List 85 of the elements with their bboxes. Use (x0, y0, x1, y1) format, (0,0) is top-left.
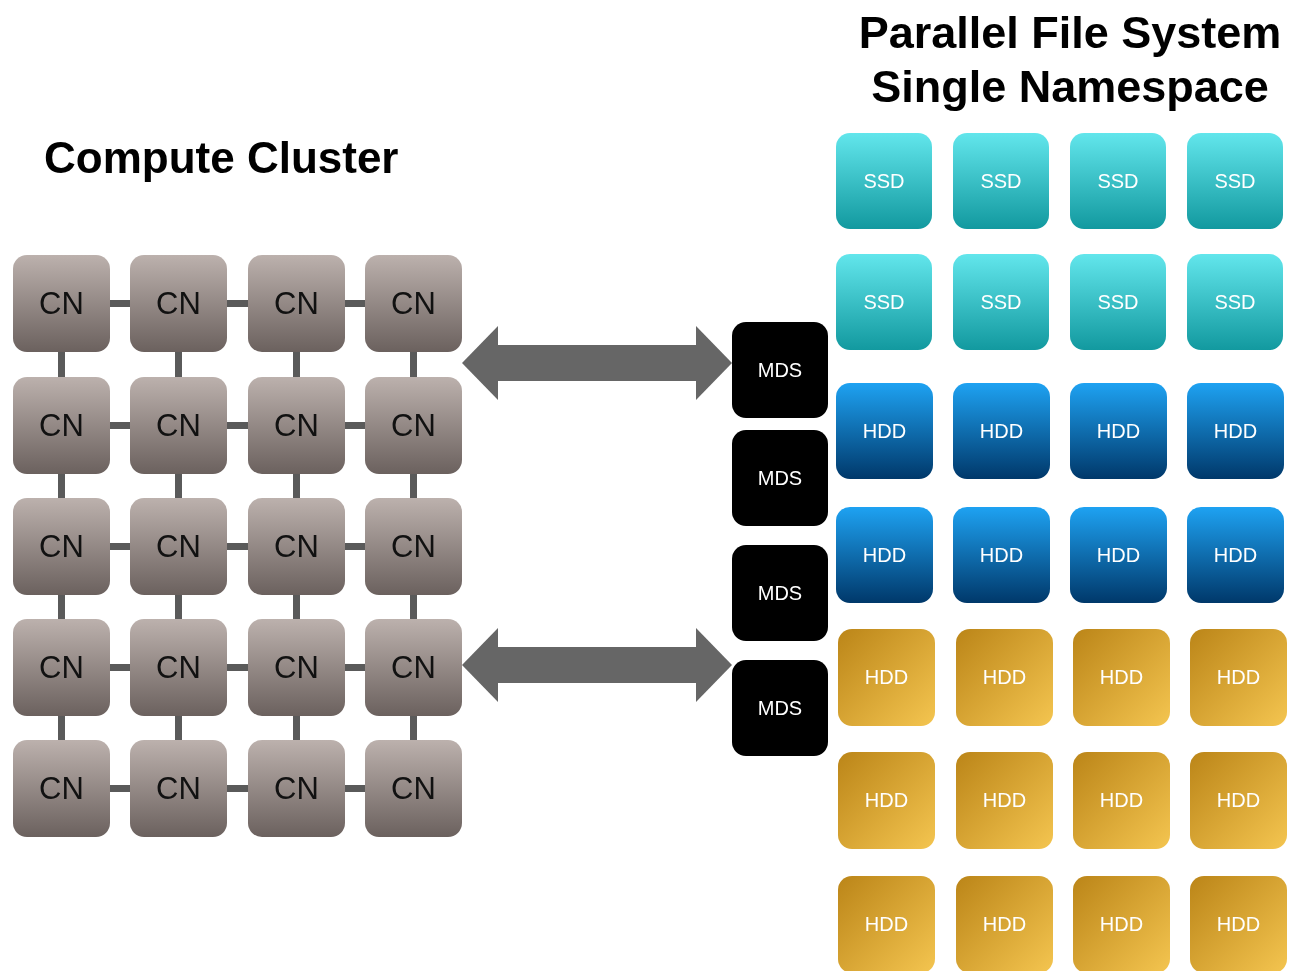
connector-line (227, 785, 248, 792)
compute-node-box: CN (365, 377, 462, 474)
hdd-storage-box: HDD (836, 507, 933, 603)
hdd-storage-box: HDD (838, 752, 935, 849)
connector-line (227, 543, 248, 550)
connector-line (345, 300, 365, 307)
hdd-storage-box: HDD (1190, 629, 1287, 726)
connector-line (345, 543, 365, 550)
storage-heading: Parallel File System Single Namespace (857, 6, 1283, 114)
hdd-storage-box: HDD (1187, 383, 1284, 479)
compute-node-box: CN (130, 498, 227, 595)
connector-line (293, 595, 300, 619)
connector-line (175, 595, 182, 619)
compute-node-box: CN (365, 498, 462, 595)
cluster-heading: Compute Cluster (44, 132, 400, 184)
hdd-storage-box: HDD (1070, 383, 1167, 479)
connector-line (58, 595, 65, 619)
hdd-storage-box: HDD (1190, 876, 1287, 971)
compute-node-box: CN (365, 740, 462, 837)
connector-line (58, 716, 65, 740)
hdd-storage-box: HDD (1187, 507, 1284, 603)
connector-line (293, 474, 300, 498)
metadata-server-box: MDS (732, 660, 828, 756)
hdd-storage-box: HDD (836, 383, 933, 479)
compute-node-box: CN (130, 740, 227, 837)
connector-line (345, 785, 365, 792)
compute-node-box: CN (130, 377, 227, 474)
ssd-storage-box: SSD (836, 133, 932, 229)
connector-line (345, 664, 365, 671)
connector-line (110, 300, 130, 307)
ssd-storage-box: SSD (1187, 254, 1283, 350)
metadata-server-box: MDS (732, 322, 828, 418)
connector-line (227, 422, 248, 429)
connector-line (293, 716, 300, 740)
connector-line (410, 595, 417, 619)
connector-line (227, 300, 248, 307)
connector-line (58, 352, 65, 377)
ssd-storage-box: SSD (953, 254, 1049, 350)
ssd-storage-box: SSD (1070, 254, 1166, 350)
hdd-storage-box: HDD (1073, 876, 1170, 971)
connector-line (410, 716, 417, 740)
compute-node-box: CN (13, 740, 110, 837)
connector-line (410, 474, 417, 498)
ssd-storage-box: SSD (1070, 133, 1166, 229)
compute-node-box: CN (248, 619, 345, 716)
compute-node-box: CN (365, 255, 462, 352)
connector-line (227, 664, 248, 671)
connector-line (175, 716, 182, 740)
hdd-storage-box: HDD (956, 629, 1053, 726)
connector-line (410, 352, 417, 377)
hdd-storage-box: HDD (956, 876, 1053, 971)
hdd-storage-box: HDD (838, 629, 935, 726)
connector-line (110, 543, 130, 550)
compute-node-box: CN (130, 255, 227, 352)
compute-node-box: CN (130, 619, 227, 716)
compute-node-box: CN (248, 255, 345, 352)
connector-line (110, 785, 130, 792)
connector-line (293, 352, 300, 377)
hdd-storage-box: HDD (1190, 752, 1287, 849)
connector-line (58, 474, 65, 498)
hdd-storage-box: HDD (956, 752, 1053, 849)
hdd-storage-box: HDD (1073, 629, 1170, 726)
connector-line (345, 422, 365, 429)
compute-node-box: CN (13, 255, 110, 352)
compute-node-box: CN (248, 498, 345, 595)
connector-line (175, 474, 182, 498)
compute-node-box: CN (13, 377, 110, 474)
ssd-storage-box: SSD (1187, 133, 1283, 229)
hdd-storage-box: HDD (953, 507, 1050, 603)
metadata-server-box: MDS (732, 545, 828, 641)
compute-node-box: CN (248, 377, 345, 474)
connector-line (110, 422, 130, 429)
hdd-storage-box: HDD (1070, 507, 1167, 603)
ssd-storage-box: SSD (836, 254, 932, 350)
compute-node-box: CN (365, 619, 462, 716)
compute-node-box: CN (13, 619, 110, 716)
hdd-storage-box: HDD (838, 876, 935, 971)
connector-line (110, 664, 130, 671)
hdd-storage-box: HDD (1073, 752, 1170, 849)
metadata-server-box: MDS (732, 430, 828, 526)
hdd-storage-box: HDD (953, 383, 1050, 479)
connector-line (175, 352, 182, 377)
compute-node-box: CN (248, 740, 345, 837)
ssd-storage-box: SSD (953, 133, 1049, 229)
compute-node-box: CN (13, 498, 110, 595)
